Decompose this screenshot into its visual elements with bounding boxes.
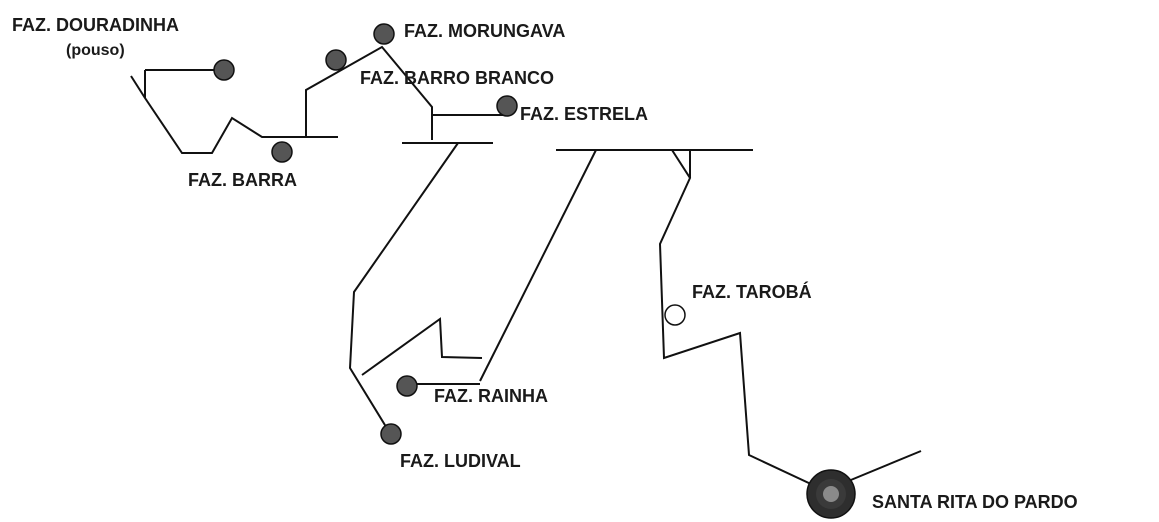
road-barro-branco <box>305 45 433 140</box>
place-labels: FAZ. DOURADINHA (pouso) FAZ. MORUNGAVA F… <box>12 15 1078 512</box>
road-taroba-main <box>658 149 829 493</box>
farm-marker-taroba <box>664 304 686 326</box>
roads <box>130 45 922 493</box>
farm-marker-barro-branco <box>325 49 347 71</box>
farm-marker-estrela <box>496 95 518 117</box>
label-santa-rita: SANTA RITA DO PARDO <box>872 492 1078 512</box>
label-barro-branco: FAZ. BARRO BRANCO <box>360 68 554 88</box>
label-morungava: FAZ. MORUNGAVA <box>404 21 565 41</box>
label-ludival: FAZ. LUDIVAL <box>400 451 521 471</box>
road-ludival <box>348 142 459 431</box>
label-barra: FAZ. BARRA <box>188 170 297 190</box>
label-rainha: FAZ. RAINHA <box>434 386 548 406</box>
farm-marker-rainha <box>396 375 418 397</box>
road-santa-rita-east <box>845 450 922 483</box>
farm-marker-ludival <box>380 423 402 445</box>
label-douradinha: FAZ. DOURADINHA <box>12 15 179 35</box>
road-west-main <box>130 75 338 154</box>
label-estrela: FAZ. ESTRELA <box>520 104 648 124</box>
road-rainha-loop <box>361 317 483 376</box>
farm-markers <box>213 23 856 519</box>
farm-marker-douradinha <box>213 59 235 81</box>
label-taroba: FAZ. TAROBÁ <box>692 281 812 302</box>
farm-marker-barra <box>271 141 293 163</box>
town-marker-santa-rita <box>806 469 856 519</box>
farm-marker-morungava <box>373 23 395 45</box>
road-diagonal-east <box>479 149 597 382</box>
label-douradinha-note: (pouso) <box>66 42 125 59</box>
